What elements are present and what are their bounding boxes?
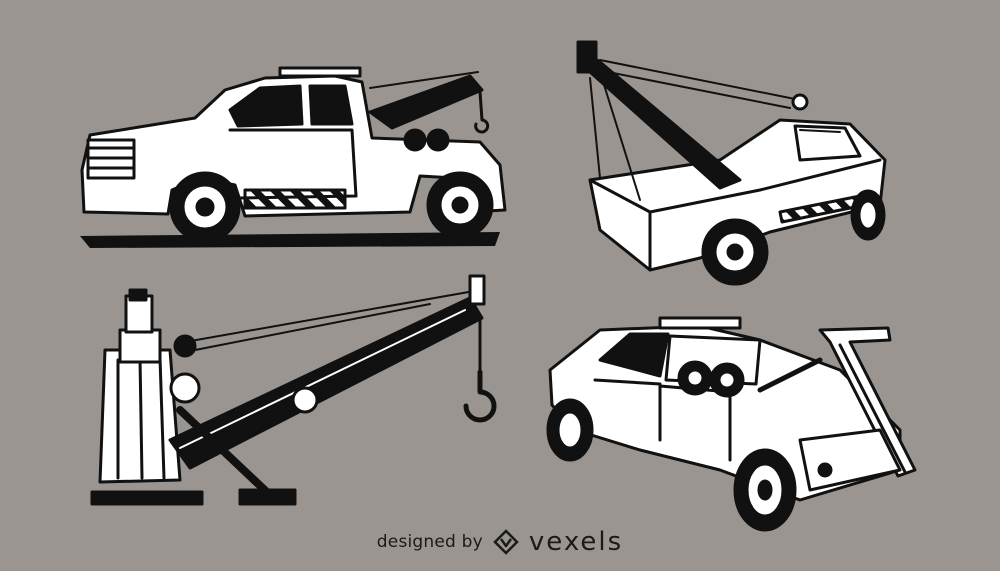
designed-by-label: designed by	[376, 532, 483, 552]
tow-crane-boom-icon	[90, 274, 497, 506]
vexels-brand-text: vexels	[528, 527, 624, 557]
tow-truck-side-view-icon	[80, 66, 507, 248]
tow-truck-rear-boom-icon	[546, 316, 917, 532]
tow-truck-rear-three-quarter-icon	[576, 40, 887, 286]
vexels-logo-icon	[493, 529, 519, 555]
footer-credit: designed by vexels	[0, 524, 1000, 560]
